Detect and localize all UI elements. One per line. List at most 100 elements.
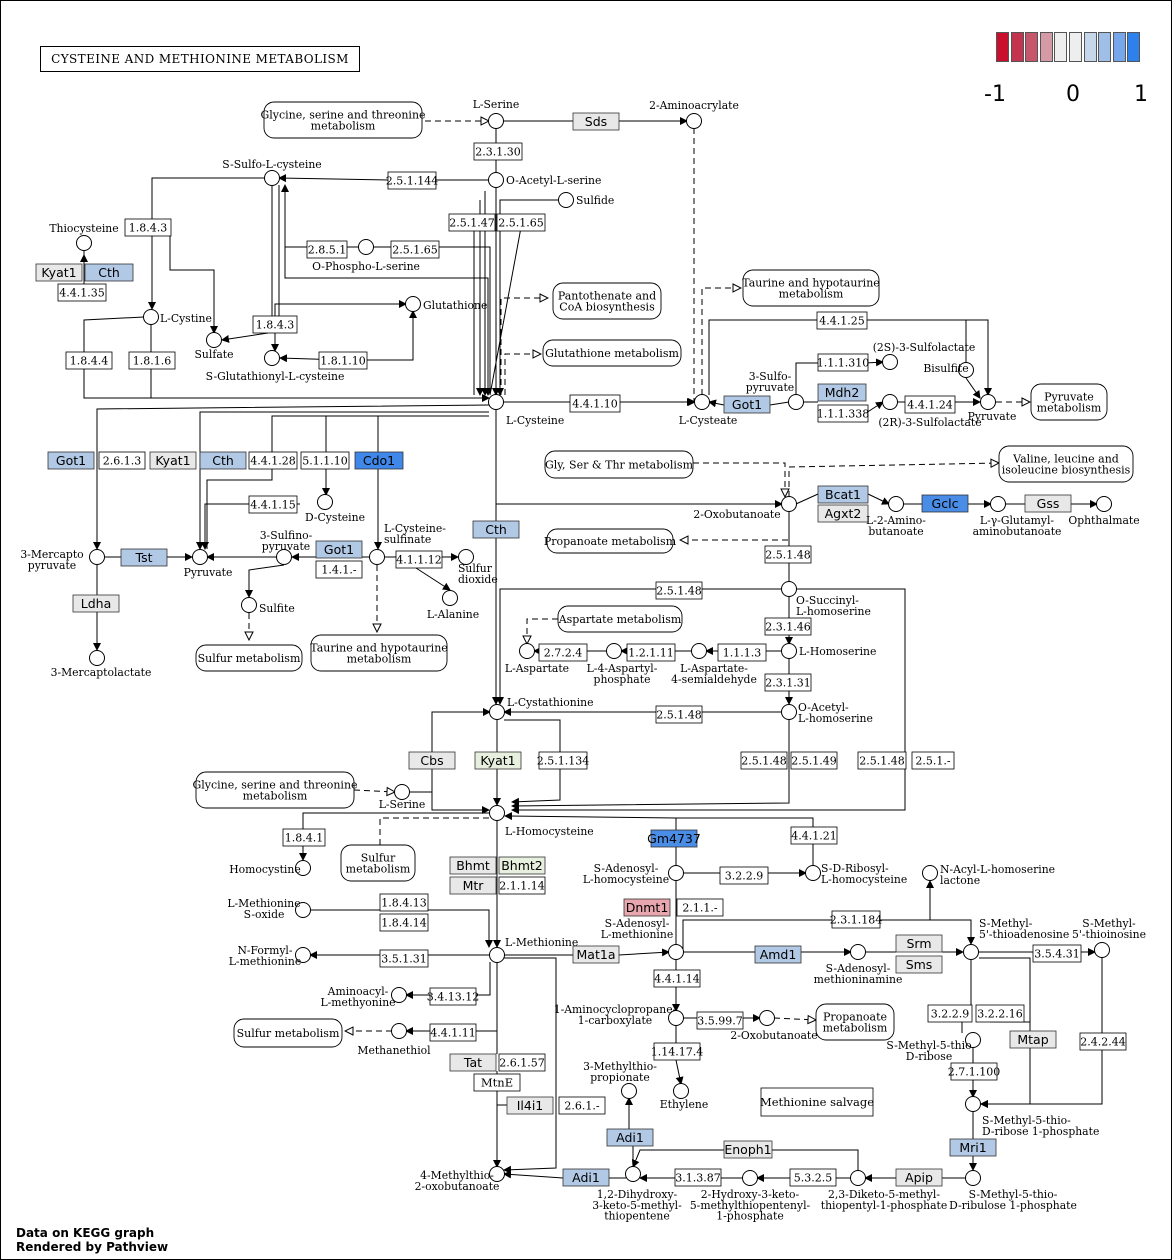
gene-node-mtr[interactable]: Mtr <box>449 876 497 895</box>
ec-box[interactable]: 1.1.1.310 <box>817 353 869 372</box>
map-link[interactable]: Glutathione metabolism <box>542 339 682 367</box>
ec-box[interactable]: 2.5.1.48 <box>764 545 812 564</box>
compound-node[interactable]: L-Cystine <box>143 309 212 326</box>
ec-box[interactable]: 4.4.1.35 <box>57 283 107 302</box>
ec-box[interactable]: 1.4.1.- <box>315 560 363 579</box>
gene-node-cdo1[interactable]: Cdo1 <box>354 451 404 470</box>
compound-node[interactable]: L-Cystathionine <box>489 696 594 720</box>
map-link[interactable]: Propanoate metabolism <box>544 528 677 554</box>
ec-box[interactable]: 2.5.1.48 <box>857 751 907 770</box>
ec-box[interactable]: 3.2.2.16 <box>975 1004 1025 1023</box>
ec-box[interactable]: 2.6.1.57 <box>498 1053 546 1072</box>
compound-node[interactable]: S-Methyl-5-thio-D-ribulose 1-phosphate <box>949 1170 1077 1212</box>
compound-node[interactable]: L-Alanine <box>427 590 479 622</box>
compound-node[interactable]: S-Methyl-5'-thioinosine <box>1072 917 1146 958</box>
ec-box[interactable]: 2.6.1.3 <box>98 451 146 470</box>
compound-node[interactable]: 3-Sulfo-pyruvate <box>746 370 804 410</box>
ec-box[interactable]: 2.3.1.31 <box>764 673 812 692</box>
gene-node-gclc[interactable]: Gclc <box>921 494 969 513</box>
ec-box[interactable]: 4.4.1.21 <box>790 826 838 845</box>
ec-box[interactable]: 2.3.1.184 <box>830 910 882 929</box>
compound-node[interactable]: L-Homoserine <box>781 643 877 659</box>
compound-node[interactable]: O-Succinyl-L-homoserine <box>781 581 871 618</box>
gene-node-got1[interactable]: Got1 <box>47 451 95 470</box>
gene-node-gss[interactable]: Gss <box>1024 494 1072 513</box>
gene-node-mdh2[interactable]: Mdh2 <box>817 383 867 402</box>
compound-node[interactable]: L-Methionine <box>489 936 579 963</box>
ec-box[interactable]: 1.1.1.338 <box>817 404 869 423</box>
compound-node[interactable]: 2-Aminoacrylate <box>649 99 739 129</box>
compound-node[interactable]: Bisulfite <box>923 362 974 378</box>
compound-node[interactable]: L-γ-Glutamyl-aminobutanoate <box>973 496 1062 538</box>
compound-node[interactable]: 2-Hydroxy-3-keto-5-methylthiopentenyl-1-… <box>690 1170 811 1223</box>
ec-box[interactable]: 1.8.1.10 <box>318 351 368 370</box>
compound-node[interactable]: Sulfate <box>195 332 234 362</box>
gene-node-sds[interactable]: Sds <box>572 112 620 131</box>
compound-node[interactable]: 2,3-Diketo-5-methyl-thiopentyl-1-phospha… <box>821 1170 948 1212</box>
compound-node[interactable]: (2R)-3-Sulfolactate <box>878 394 982 430</box>
gene-node-bcat1[interactable]: Bcat1 <box>817 485 869 504</box>
ec-box[interactable]: 3.2.2.9 <box>927 1004 973 1023</box>
compound-node[interactable]: Thiocysteine <box>49 222 119 251</box>
compound-node[interactable]: S-D-Ribosyl-L-homocysteine <box>805 862 908 886</box>
compound-node[interactable]: 3-Methylthio-propionate <box>583 1060 657 1099</box>
gene-node-agxt2[interactable]: Agxt2 <box>817 504 869 523</box>
ec-box[interactable]: 3.5.4.31 <box>1032 944 1082 963</box>
ec-box[interactable]: 1.8.4.1 <box>282 828 326 847</box>
compound-node[interactable]: L-Serine <box>379 784 426 812</box>
compound-node[interactable]: L-2-Amino-butanoate <box>866 496 926 538</box>
ec-box[interactable]: 1.8.4.13 <box>379 893 429 912</box>
compound-node[interactable]: 1-Aminocyclopropane-1-carboxylate <box>554 1003 684 1027</box>
compound-node[interactable]: 1,2-Dihydroxy-3-keto-5-methyl-thiopenten… <box>592 1166 682 1223</box>
ec-box[interactable]: 2.1.1.- <box>676 898 724 917</box>
compound-node[interactable]: Pyruvate <box>184 549 233 580</box>
ec-box[interactable]: 2.4.2.44 <box>1079 1032 1127 1051</box>
ec-box[interactable]: 2.5.1.47 <box>448 213 496 232</box>
ec-box[interactable]: 2.8.5.1 <box>306 240 348 259</box>
gene-node-cth[interactable]: Cth <box>84 263 134 282</box>
gene-node-bhmt2[interactable]: Bhmt2 <box>498 856 546 875</box>
ec-box[interactable]: 4.4.1.11 <box>429 1023 477 1042</box>
ec-box[interactable]: 4.4.1.24 <box>904 395 956 414</box>
gene-node-mat1a[interactable]: Mat1a <box>572 945 620 964</box>
gene-node-adi1[interactable]: Adi1 <box>562 1168 610 1187</box>
compound-node[interactable]: N-Formyl-L-methionine <box>229 944 311 968</box>
compound-node[interactable]: O-Acetyl-L-serine <box>488 172 602 188</box>
ec-box[interactable]: 2.6.1.- <box>558 1096 606 1115</box>
compound-node[interactable]: S-Methyl-5-thio-D-ribose 1-phosphate <box>965 1096 1100 1138</box>
ec-box[interactable]: 2.5.1.65 <box>390 240 440 259</box>
compound-node[interactable]: L-Aspartate-4-semialdehyde <box>671 643 757 686</box>
compound-node[interactable]: S-Methyl-5'-thioadenosine <box>963 917 1070 960</box>
compound-node[interactable]: L-Cysteate <box>679 394 738 428</box>
ec-box[interactable]: 2.5.1.- <box>911 751 955 770</box>
gene-node-kyat1[interactable]: Kyat1 <box>35 263 83 282</box>
ec-box[interactable]: 3.4.13.12 <box>427 987 479 1006</box>
gene-node-il4i1[interactable]: Il4i1 <box>506 1096 554 1115</box>
ec-box[interactable]: 4.4.1.10 <box>569 394 621 413</box>
gene-node-amd1[interactable]: Amd1 <box>754 945 802 964</box>
compound-node[interactable]: 2-Oxobutanoate <box>693 496 797 522</box>
ec-box[interactable]: 3.1.3.87 <box>674 1168 722 1187</box>
ec-box[interactable]: 2.5.1.65 <box>496 213 546 232</box>
gene-node-srm[interactable]: Srm <box>895 934 943 953</box>
gene-node-adi1[interactable]: Adi1 <box>606 1128 654 1147</box>
ec-box[interactable]: 4.4.1.25 <box>816 311 868 330</box>
gene-node-gm4737[interactable]: Gm4737 <box>647 829 701 848</box>
ec-box[interactable]: 1.14.17.4 <box>651 1042 703 1061</box>
gene-node-got1[interactable]: Got1 <box>723 395 771 414</box>
map-link[interactable]: Sulfur metabolism <box>195 644 303 672</box>
compound-node[interactable]: 2-Oxobutanoate <box>730 1010 818 1043</box>
gene-node-enoph1[interactable]: Enoph1 <box>723 1140 773 1159</box>
compound-node[interactable]: S-Adenosyl-L-methionine <box>601 917 684 960</box>
ec-box[interactable]: 1.1.1.3 <box>717 643 767 662</box>
compound-node[interactable]: 3-Sulfino-pyruvate <box>260 529 313 565</box>
compound-node[interactable]: L-Aspartate <box>505 643 569 676</box>
compound-node[interactable]: L-Cysteine-sulfinate <box>369 522 447 565</box>
ec-box[interactable]: 1.8.4.3 <box>252 315 298 334</box>
ec-box[interactable]: 3.5.1.31 <box>379 949 429 968</box>
